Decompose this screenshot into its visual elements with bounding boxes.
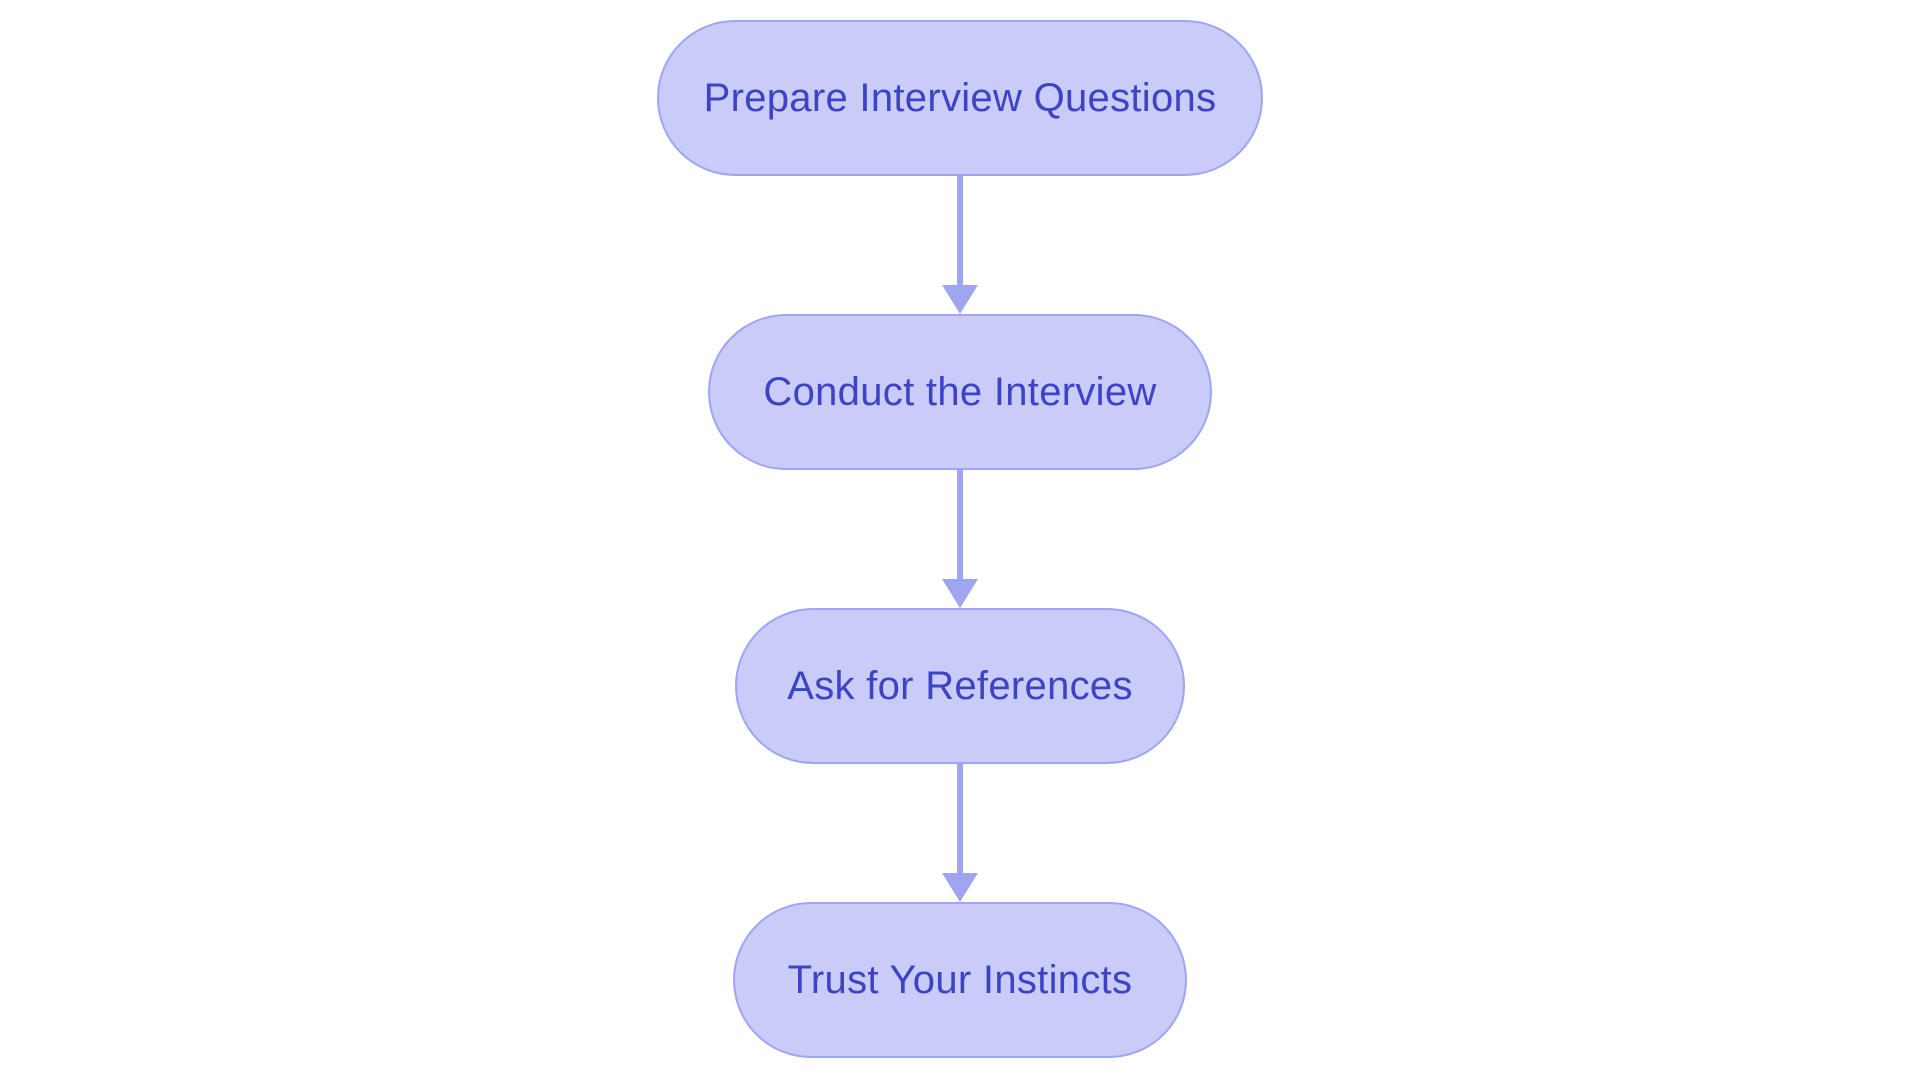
- flowchart-node-ask-for-references: Ask for References: [735, 608, 1185, 764]
- arrow-down-icon: [942, 579, 978, 608]
- arrow-stem: [957, 176, 963, 286]
- flowchart-node-prepare-interview-questions: Prepare Interview Questions: [657, 20, 1263, 176]
- flow-arrow-3: [942, 764, 978, 902]
- node-label: Ask for References: [787, 663, 1133, 708]
- node-label: Conduct the Interview: [763, 369, 1157, 414]
- node-label: Trust Your Instincts: [787, 957, 1133, 1002]
- arrow-stem: [957, 764, 963, 874]
- arrow-down-icon: [942, 873, 978, 902]
- arrow-stem: [957, 470, 963, 580]
- flow-arrow-2: [942, 470, 978, 608]
- flowchart-node-conduct-the-interview: Conduct the Interview: [708, 314, 1212, 470]
- flow-arrow-1: [942, 176, 978, 314]
- arrow-down-icon: [942, 285, 978, 314]
- node-label: Prepare Interview Questions: [703, 75, 1217, 120]
- flowchart-node-trust-your-instincts: Trust Your Instincts: [733, 902, 1187, 1058]
